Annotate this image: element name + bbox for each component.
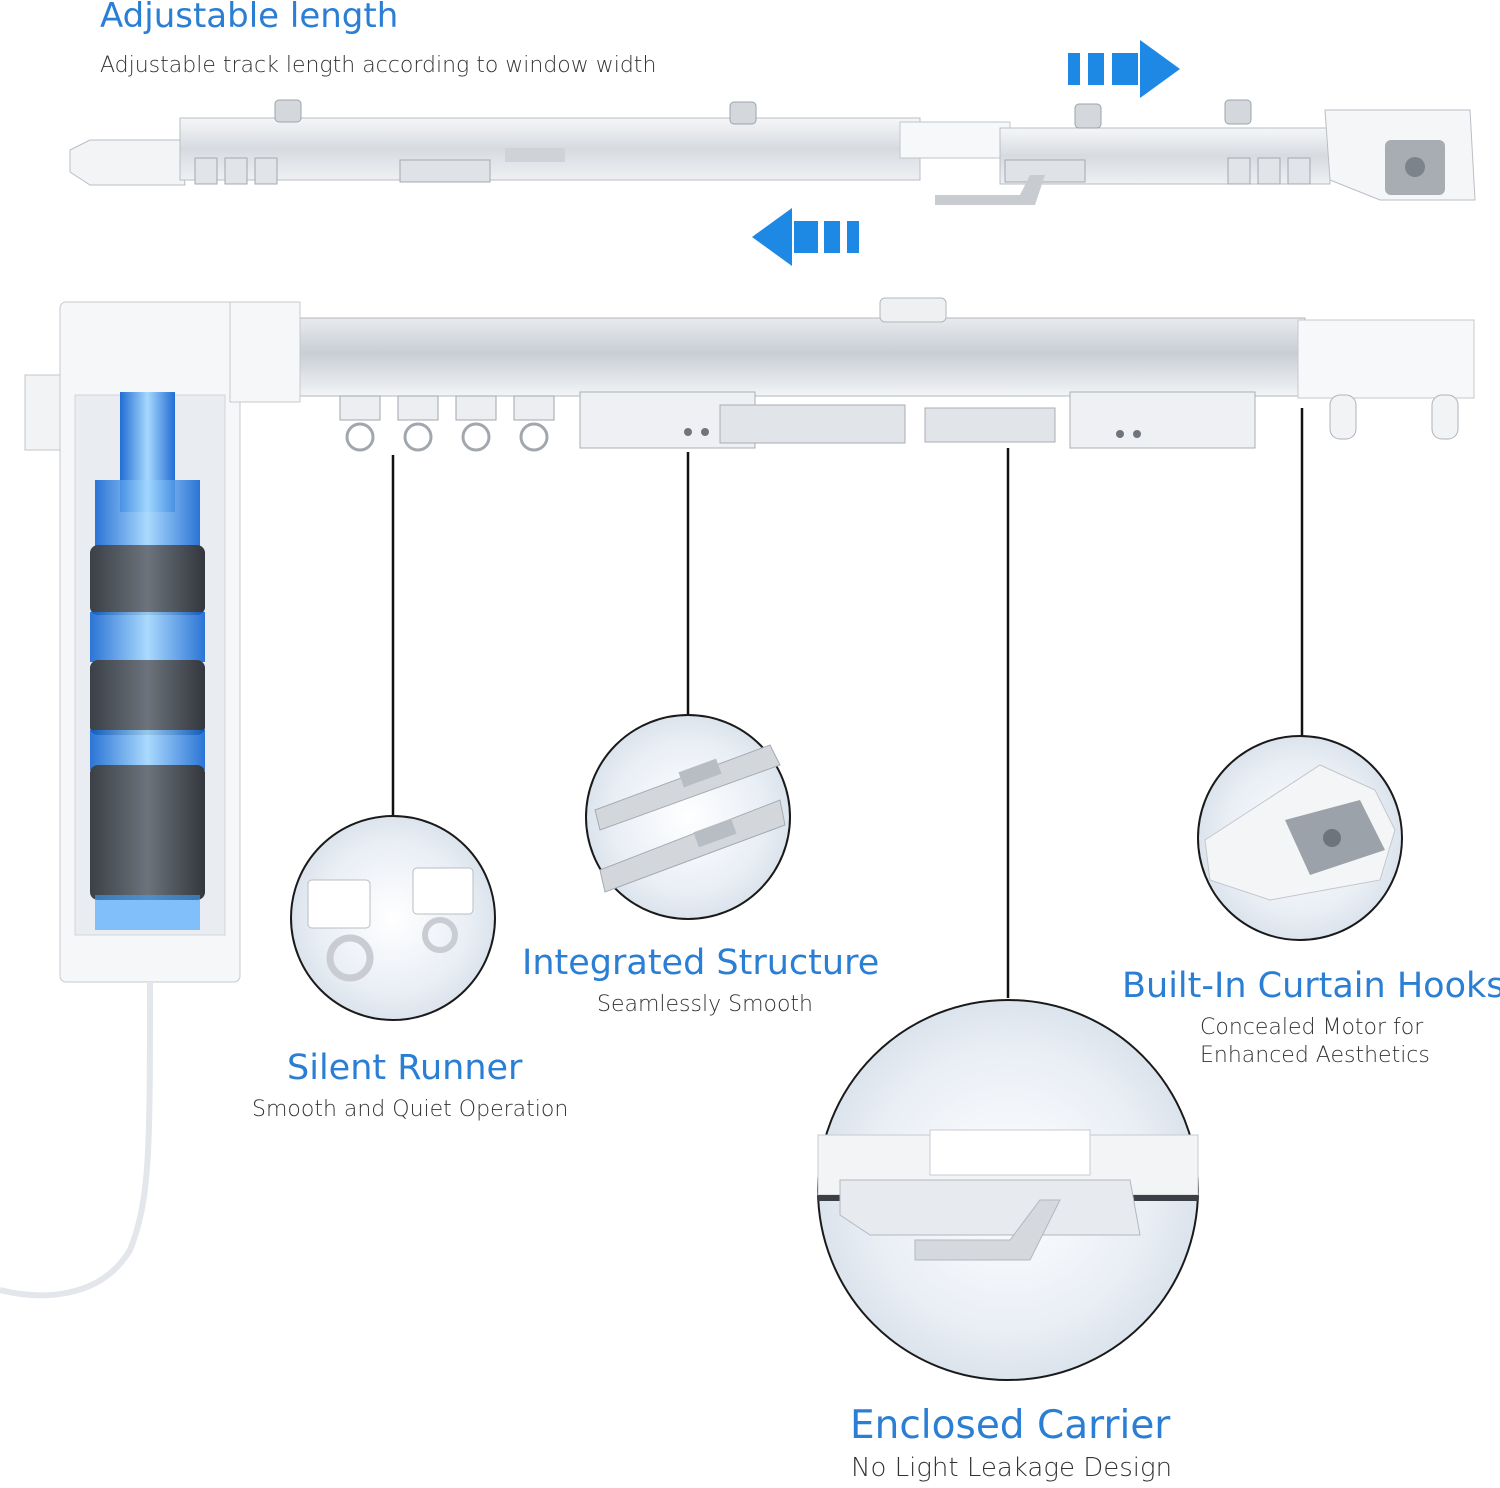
feature-title-enclosed-carrier: Enclosed Carrier	[850, 1403, 1171, 1448]
feature-desc-silent-runner: Smooth and Quiet Operation	[252, 1097, 569, 1122]
feature-title-integrated-structure: Integrated Structure	[522, 943, 880, 983]
adjustable-track	[69, 99, 1476, 205]
silent-runner-circle	[290, 815, 496, 1021]
motor-unit	[0, 301, 301, 1299]
callout-lines	[391, 408, 1304, 998]
feature-desc-enclosed-carrier: No Light Leakage Design	[851, 1453, 1173, 1483]
feature-title-silent-runner: Silent Runner	[287, 1048, 523, 1088]
built-in-hooks-circle	[1197, 735, 1403, 941]
feature-desc-integrated-structure: Seamlessly Smooth	[597, 992, 813, 1017]
enclosed-carrier-circle	[817, 999, 1199, 1381]
arrow-left-icon	[752, 208, 859, 266]
page-title: Adjustable length	[100, 0, 399, 36]
feature-title-built-in-hooks: Built-In Curtain Hooks	[1122, 966, 1500, 1006]
feature-desc-built-in-hooks: Concealed Motor for Enhanced Aesthetics	[1200, 1015, 1430, 1068]
arrow-right-icon	[1068, 40, 1180, 98]
main-track	[294, 297, 1475, 452]
integrated-structure-circle	[585, 714, 791, 920]
page-subtitle: Adjustable track length according to win…	[100, 53, 657, 78]
